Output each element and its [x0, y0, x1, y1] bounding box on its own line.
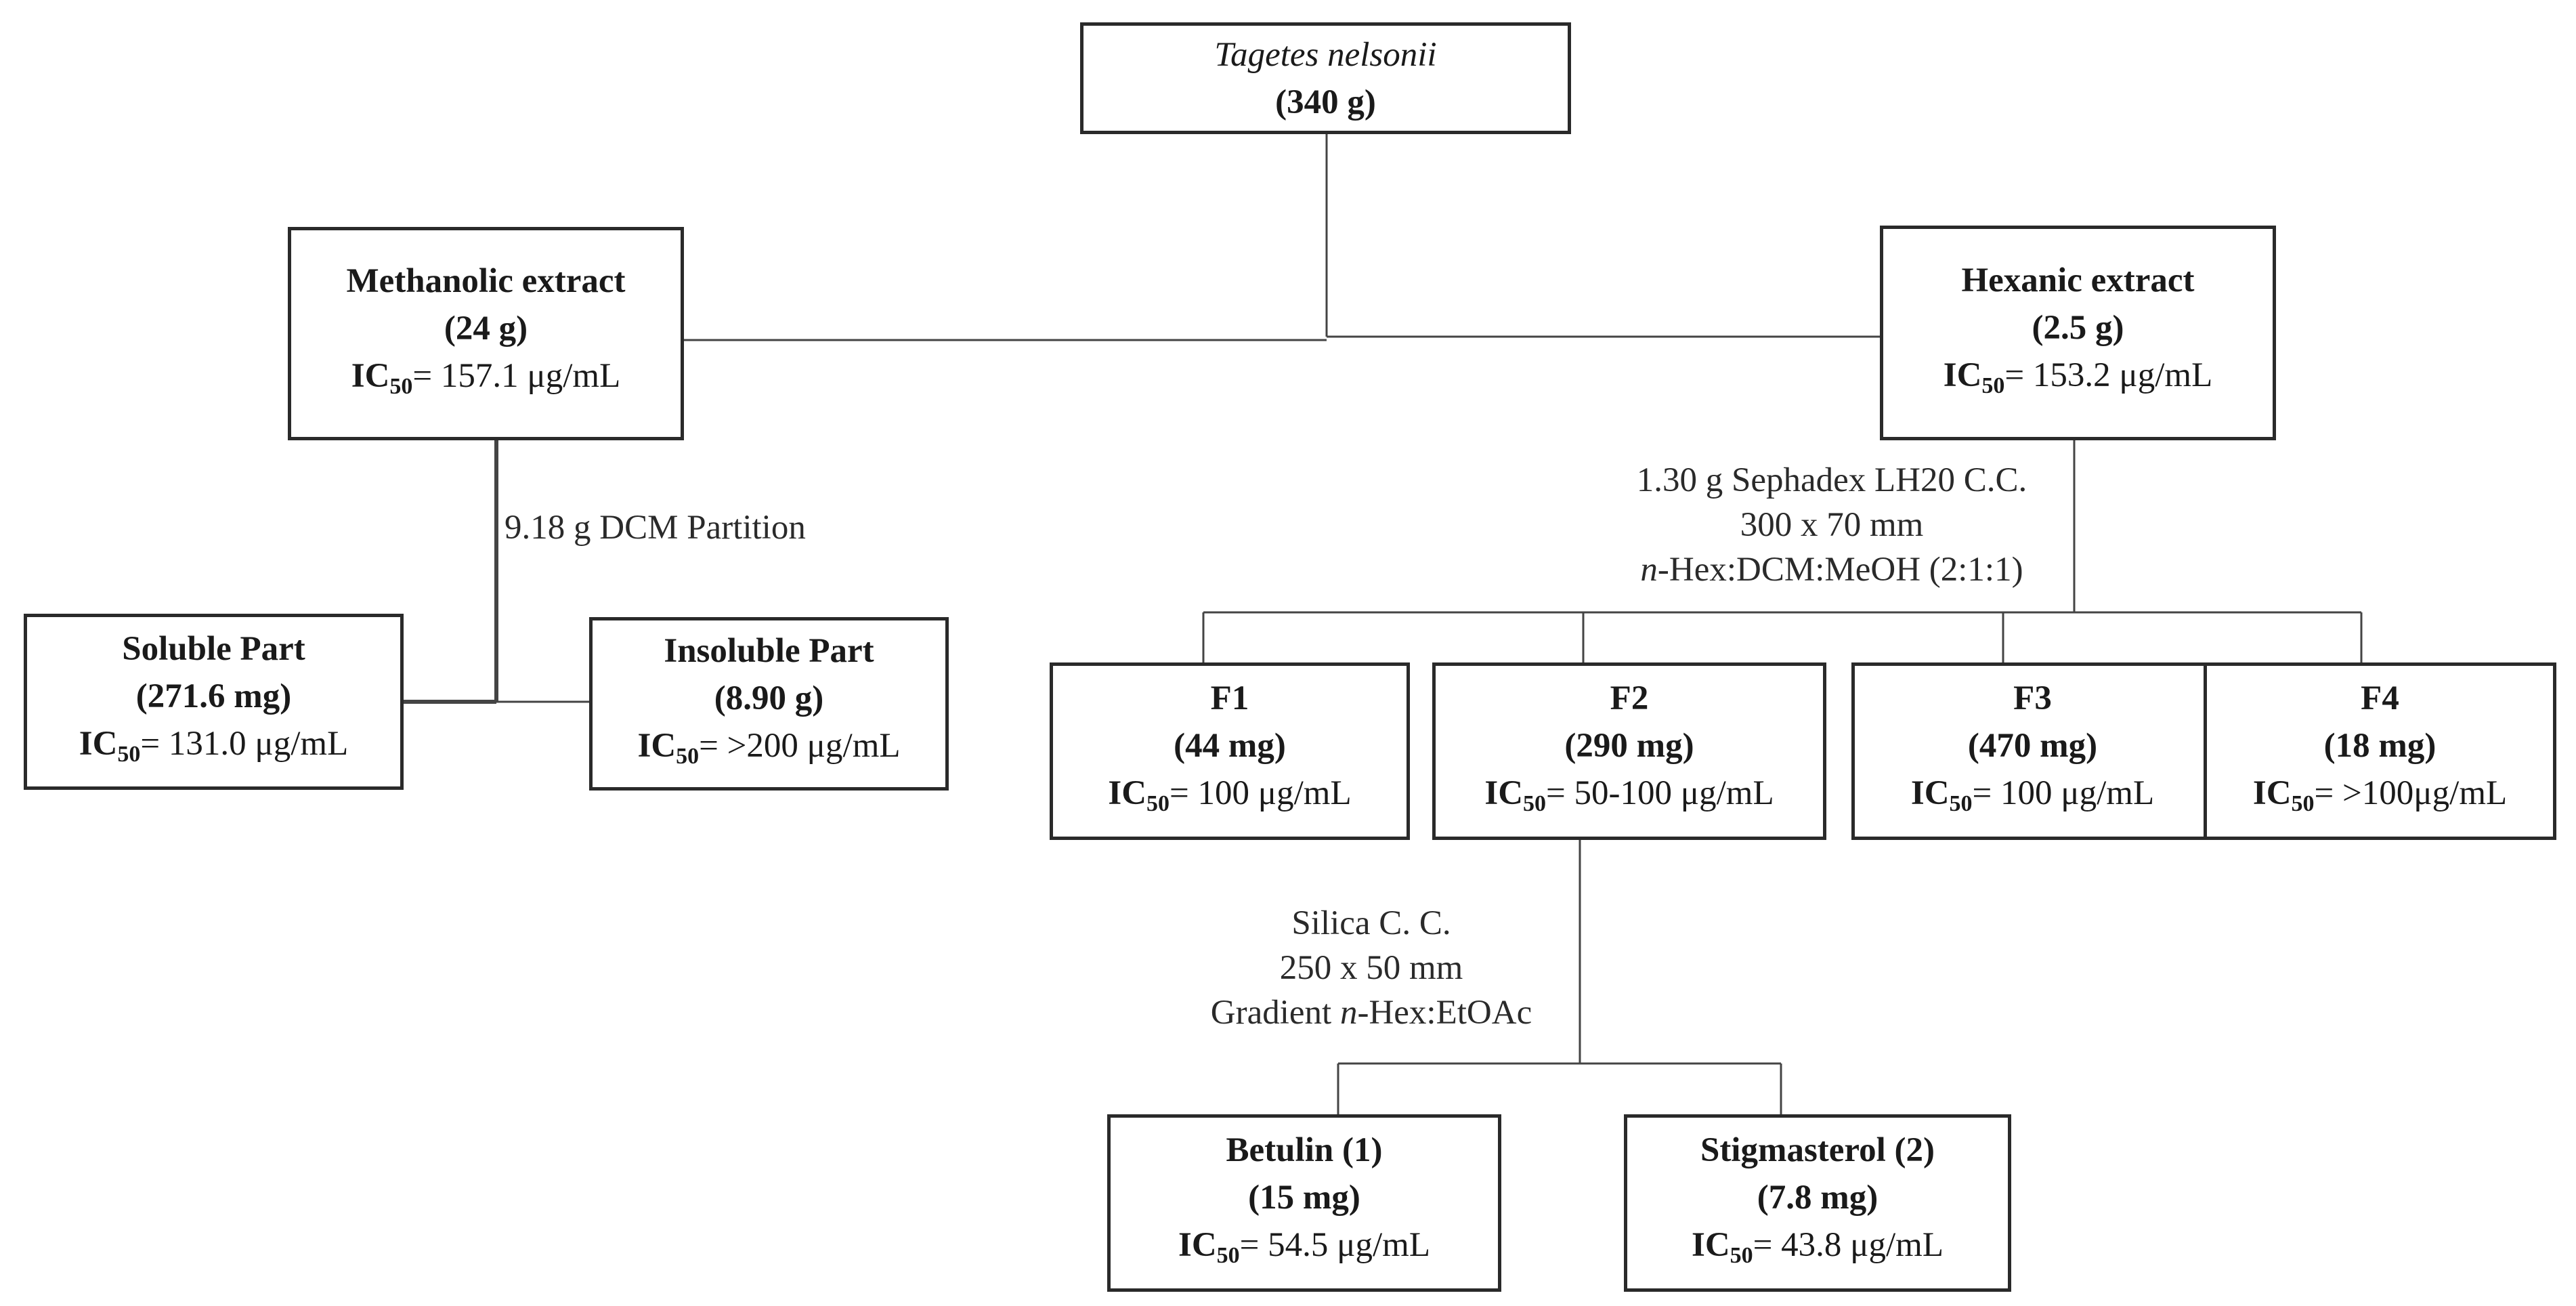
ic50-value: IC50= 157.1 μg/mL [351, 356, 621, 399]
procedure-dcm-partition: 9.18 g DCM Partition [505, 509, 806, 547]
node-mass: (7.8 mg) [1757, 1179, 1879, 1217]
node-fraction-f1: F1 (44 mg) IC50= 100 μg/mL [1050, 662, 1410, 840]
node-betulin: Betulin (1) (15 mg) IC50= 54.5 μg/mL [1107, 1114, 1501, 1292]
ic50-value: IC50= 100 μg/mL [1108, 774, 1352, 816]
ic50-value: IC50= 100 μg/mL [1910, 774, 2155, 816]
node-name: F3 [2013, 679, 2052, 717]
node-mass: (24 g) [444, 309, 528, 347]
ic50-value: IC50= >100μg/mL [2252, 774, 2508, 816]
node-mass: (44 mg) [1174, 727, 1286, 765]
ic50-value: IC50= >200 μg/mL [637, 727, 901, 769]
procedure-sephadex: 1.30 g Sephadex LH20 C.C. 300 x 70 mm n-… [1636, 461, 2027, 589]
node-mass: (15 mg) [1248, 1179, 1360, 1217]
node-fraction-f4: F4 (18 mg) IC50= >100μg/mL [2204, 662, 2556, 840]
ic50-value: IC50= 54.5 μg/mL [1178, 1226, 1431, 1268]
node-mass: (340 g) [1275, 83, 1376, 121]
node-fraction-f2: F2 (290 mg) IC50= 50-100 μg/mL [1432, 662, 1826, 840]
node-name: Tagetes nelsonii [1214, 35, 1437, 74]
node-name: Methanolic extract [346, 261, 626, 300]
node-name: Soluble Part [122, 630, 305, 668]
node-hexanic-extract: Hexanic extract (2.5 g) IC50= 153.2 μg/m… [1880, 226, 2276, 440]
node-soluble-part: Soluble Part (271.6 mg) IC50= 131.0 μg/m… [24, 614, 404, 790]
node-tagetes-nelsonii: Tagetes nelsonii (340 g) [1080, 22, 1571, 134]
node-name: Stigmasterol (2) [1700, 1131, 1935, 1169]
ic50-value: IC50= 50-100 μg/mL [1484, 774, 1774, 816]
node-mass: (2.5 g) [2032, 308, 2124, 347]
node-name: Insoluble Part [664, 632, 874, 670]
procedure-silica: Silica C. C. 250 x 50 mm Gradient n-Hex:… [1210, 904, 1532, 1032]
node-name: Hexanic extract [1961, 261, 2195, 299]
node-mass: (271.6 mg) [135, 677, 292, 715]
node-name: F4 [2361, 679, 2399, 717]
node-fraction-f3: F3 (470 mg) IC50= 100 μg/mL [1851, 662, 2214, 840]
node-name: F1 [1210, 679, 1249, 717]
ic50-value: IC50= 131.0 μg/mL [79, 725, 349, 767]
node-stigmasterol: Stigmasterol (2) (7.8 mg) IC50= 43.8 μg/… [1624, 1114, 2011, 1292]
node-mass: (470 mg) [1967, 727, 2098, 765]
node-name: F2 [1610, 679, 1649, 717]
node-mass: (18 mg) [2323, 727, 2437, 765]
node-name: Betulin (1) [1226, 1131, 1383, 1169]
ic50-value: IC50= 43.8 μg/mL [1691, 1226, 1944, 1268]
ic50-value: IC50= 153.2 μg/mL [1943, 356, 2213, 398]
node-mass: (290 mg) [1564, 727, 1694, 765]
node-mass: (8.90 g) [714, 679, 824, 717]
node-methanolic-extract: Methanolic extract (24 g) IC50= 157.1 μg… [288, 227, 684, 440]
node-insoluble-part: Insoluble Part (8.90 g) IC50= >200 μg/mL [589, 617, 949, 791]
